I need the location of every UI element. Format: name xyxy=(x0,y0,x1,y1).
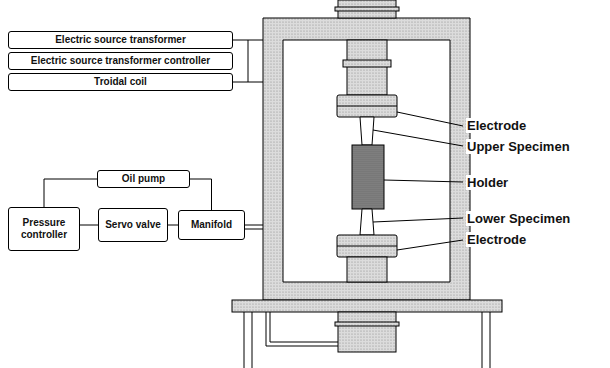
process-box: Electric source transformer xyxy=(8,31,233,49)
part-label: Electrode xyxy=(466,118,527,133)
part-label: Electrode xyxy=(466,232,527,247)
process-box: Oil pump xyxy=(97,170,190,188)
process-box: Pressure controller xyxy=(8,207,80,251)
table-legs xyxy=(244,312,490,368)
process-box: Troidal coil xyxy=(8,73,233,91)
part-label: Upper Specimen xyxy=(466,139,571,154)
lower-specimen xyxy=(360,209,374,235)
box-label: Oil pump xyxy=(122,173,165,185)
pipe-connector xyxy=(44,179,97,207)
part-label: Lower Specimen xyxy=(466,211,571,226)
process-box: Servo valve xyxy=(98,208,168,242)
load-frame xyxy=(263,18,470,300)
machine-table xyxy=(232,300,502,312)
pipe-connector xyxy=(80,225,98,226)
cylinder-band xyxy=(335,7,399,11)
holder-block xyxy=(352,145,384,209)
bottom-cylinder xyxy=(338,312,396,352)
box-label: Troidal coil xyxy=(94,76,147,88)
process-box: Electric source transformer controller xyxy=(8,52,233,70)
upper-electrode xyxy=(337,95,397,117)
box-label: Electric source transformer controller xyxy=(31,55,211,67)
leader-line xyxy=(373,112,463,250)
box-label: Pressure controller xyxy=(13,217,75,241)
pipe-connector xyxy=(168,225,178,226)
box-label: Manifold xyxy=(191,219,232,231)
pipe-connector xyxy=(190,179,212,210)
process-box: Manifold xyxy=(178,210,245,240)
lower-rod xyxy=(347,257,387,282)
box-label: Servo valve xyxy=(105,219,161,231)
cylinder-band xyxy=(335,322,399,326)
lower-electrode xyxy=(337,235,397,257)
rod-collar xyxy=(343,60,391,67)
part-label: Holder xyxy=(466,175,509,190)
box-label: Electric source transformer xyxy=(55,34,186,46)
upper-specimen xyxy=(360,117,374,145)
